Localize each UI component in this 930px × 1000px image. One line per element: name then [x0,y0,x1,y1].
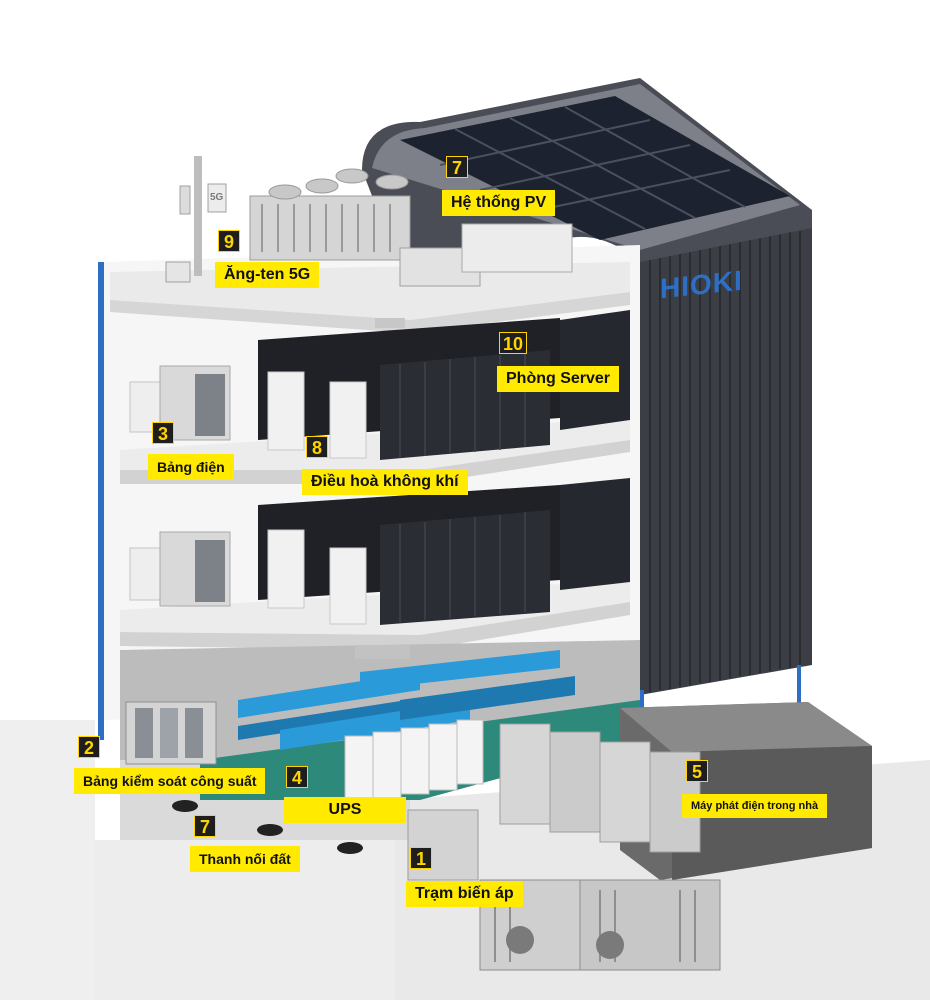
callout-label-substation: Trạm biến áp [406,881,523,907]
callout-number-2: 2 [78,736,100,758]
distribution-panels [129,365,231,607]
battery-racks [238,650,575,750]
ceiling-ducts [355,318,410,659]
left-pillar [98,262,104,740]
grounding-posts [172,800,363,854]
callout-label-pv-system: Hệ thống PV [442,190,556,216]
ups-cabinets [344,719,484,801]
callout-number-7: 7 [194,815,216,837]
transformers [407,723,721,971]
callout-number-1: 1 [410,847,432,869]
callout-number-3: 3 [152,422,174,444]
roof-canopy [362,78,812,268]
building-facade [640,225,812,725]
rooftop-equipment [165,156,573,287]
power-control-panel [125,701,217,765]
antenna-tag: 5G [210,192,224,203]
air-conditioner-units [267,371,367,625]
callout-label-indoor-generator: Máy phát điện trong nhà [682,794,828,818]
callout-label-power-control-panel: Bảng kiểm soát công suất [74,768,266,794]
callout-number-9: 9 [218,230,240,252]
callout-number-6: 7 [446,156,468,178]
callout-number-10: 10 [499,332,527,354]
callout-label-grounding-bar: Thanh nối đất [190,846,300,872]
callout-number-4: 4 [286,766,308,788]
callout-label-distribution-board: Bảng điện [148,454,234,480]
callout-number-5: 5 [686,760,708,782]
callout-label-5g-antenna: Ăng-ten 5G [215,262,320,288]
callout-label-air-conditioning: Điều hoà không khí [302,469,468,495]
callout-label-ups: UPS [284,797,406,823]
callout-label-server-room: Phòng Server [497,366,620,392]
callout-number-8: 8 [306,436,328,458]
